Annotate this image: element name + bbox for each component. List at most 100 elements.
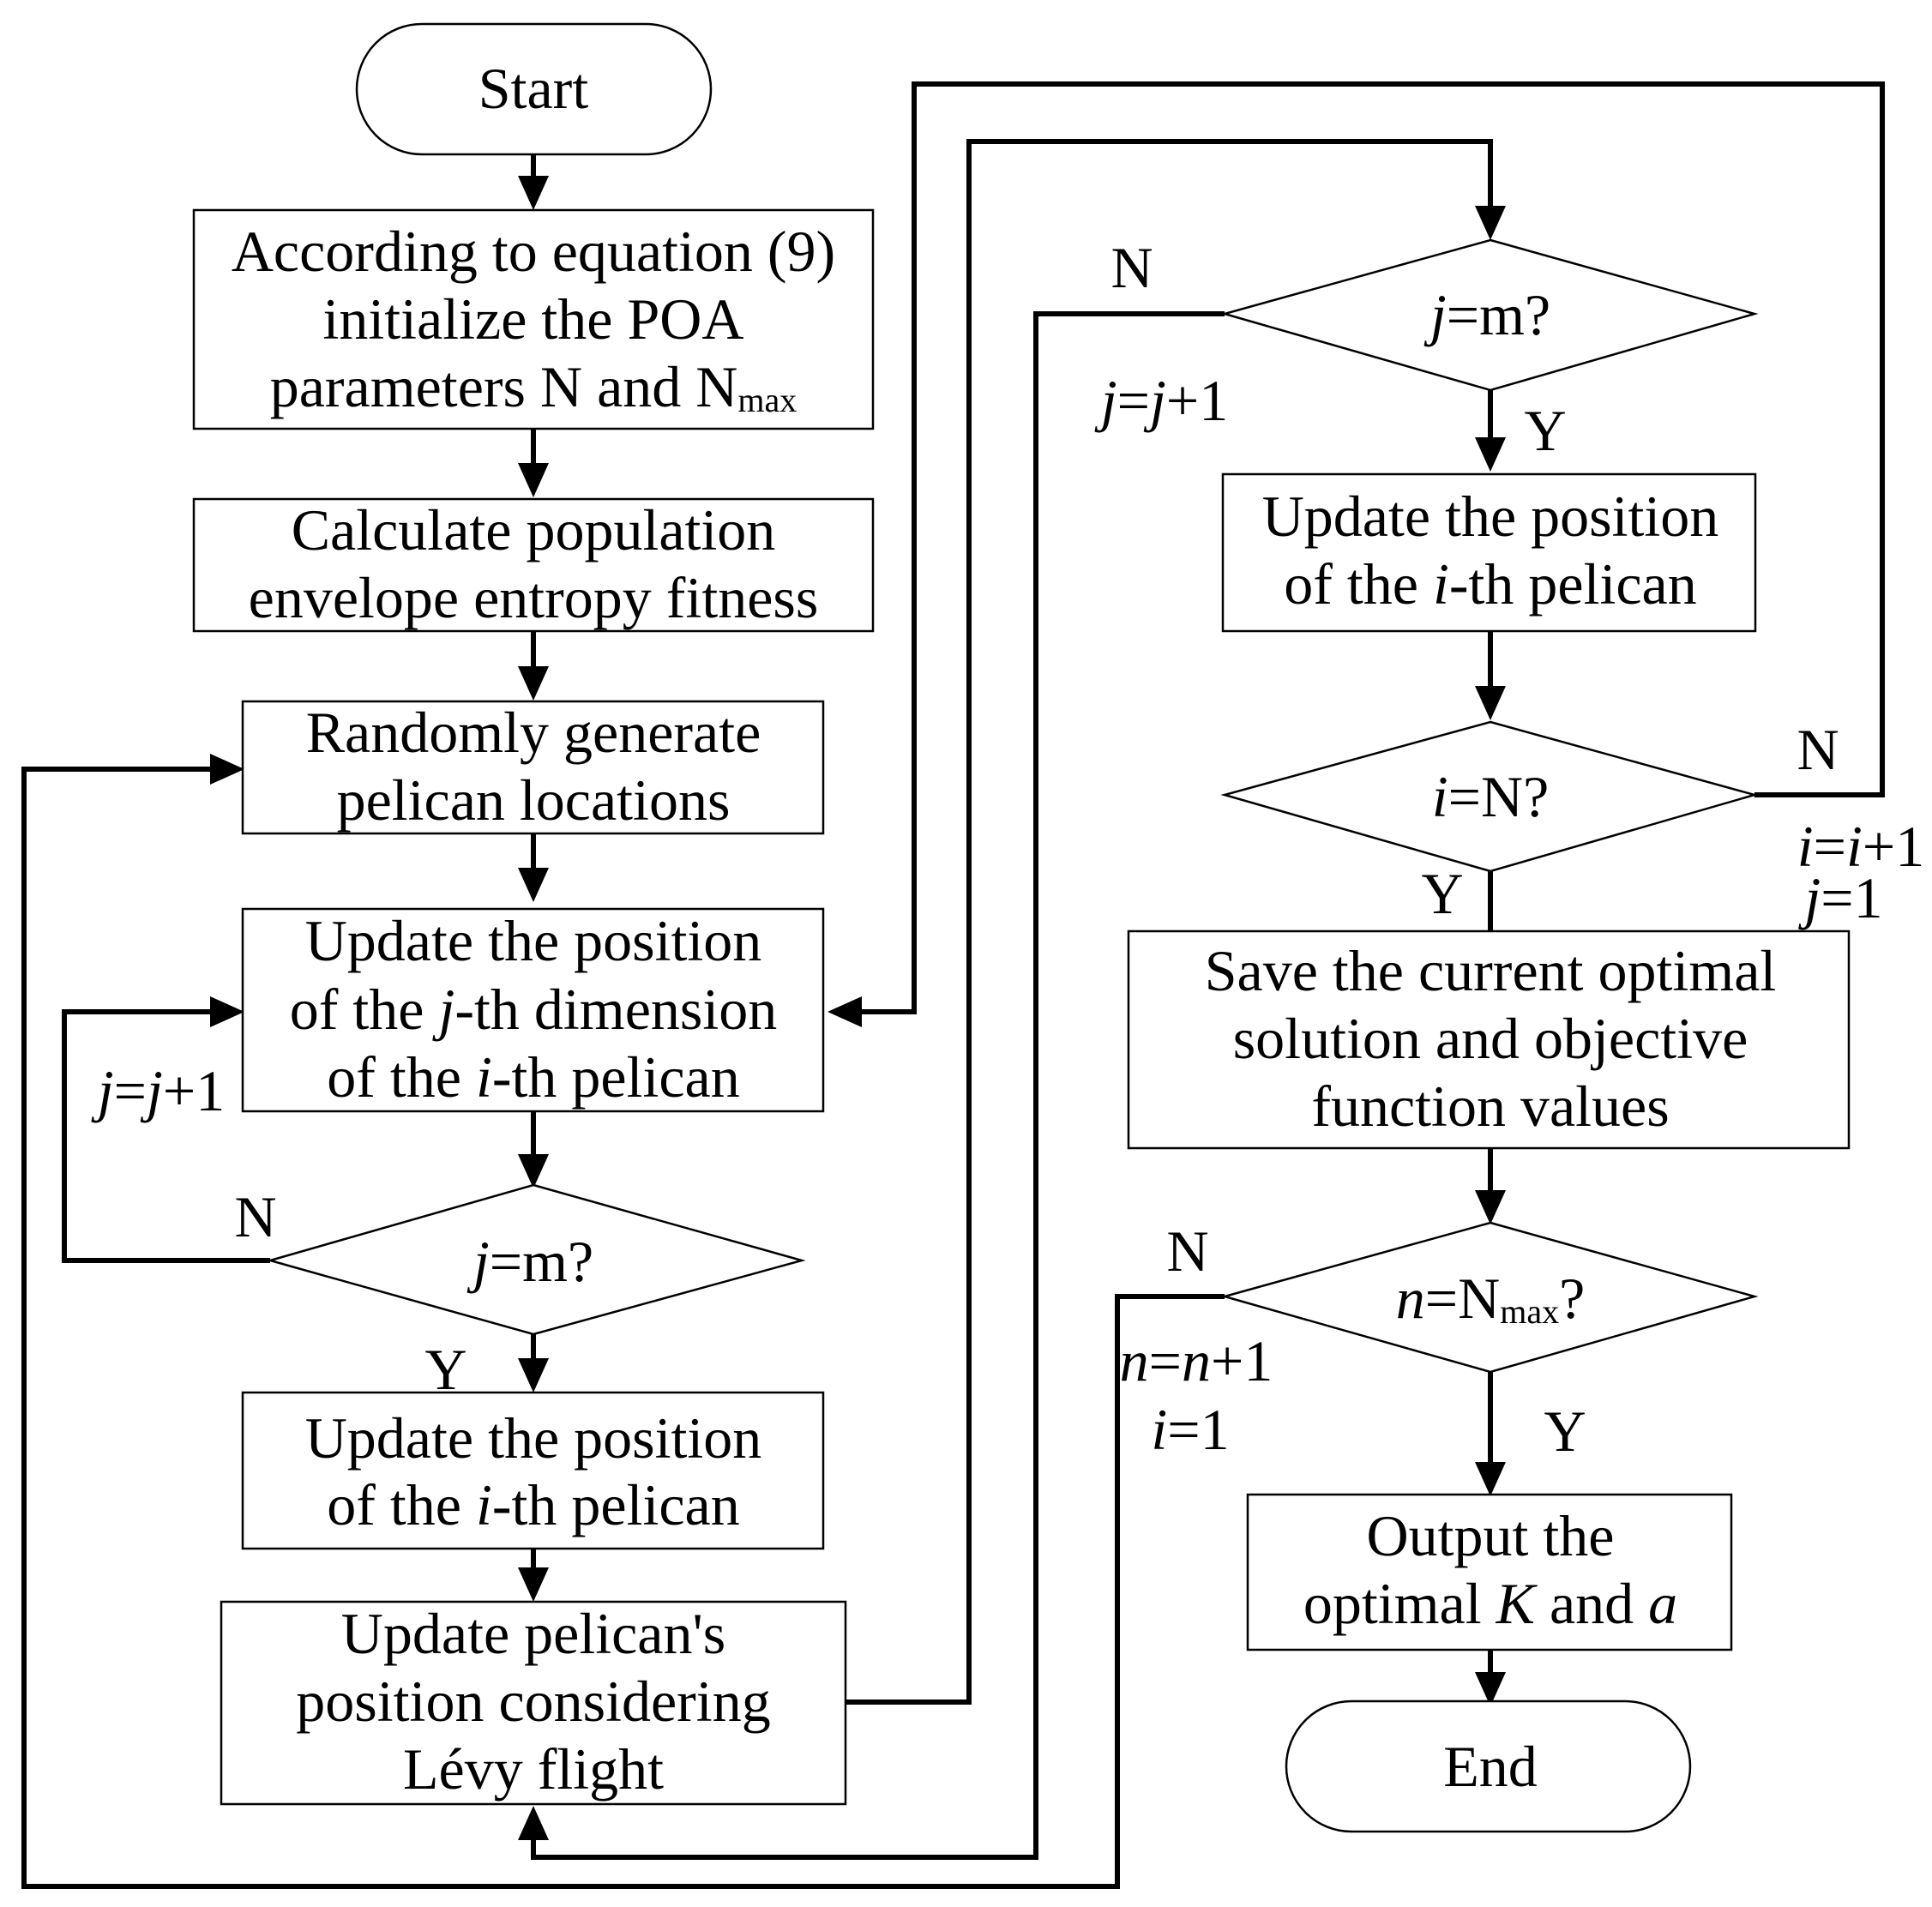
j-inc-left-v1: j: [91, 1058, 114, 1123]
update-j-line-1: Update the position: [305, 908, 762, 973]
decision-n-rest: ?: [1559, 1266, 1585, 1331]
output-line-2: optimal K and a: [1303, 1571, 1677, 1636]
output-line-2-k: K: [1496, 1571, 1538, 1636]
decision-i-var: i: [1432, 764, 1448, 829]
levy-line-2: position considering: [296, 1669, 770, 1734]
save-line-1: Save the current optimal: [1205, 938, 1777, 1003]
arrowhead-decision-j-left: [518, 1154, 549, 1188]
arrowhead-loop-n: [210, 754, 244, 785]
n-inc-v2: n: [1182, 1328, 1211, 1393]
save-box: [1127, 929, 1851, 1150]
update-i-right-line-2-var: i: [1433, 551, 1449, 617]
i-inc-eq: =: [1814, 814, 1846, 879]
n-inc-rest: +1: [1211, 1328, 1273, 1393]
loop-i: [858, 81, 1885, 1014]
init-line-1: According to equation (9): [232, 219, 835, 284]
random-line-1: Randomly generate: [306, 700, 761, 765]
update-j-line-3: of the i-th pelican: [327, 1044, 740, 1110]
arrowhead-fitness: [518, 463, 549, 497]
i-inc-v2: i: [1846, 814, 1863, 879]
shapes: [192, 22, 1851, 1833]
j-inc-left-eq: =: [114, 1058, 147, 1123]
update-i-right-line-2: of the i-th pelican: [1284, 551, 1697, 617]
arrowhead-output: [1475, 1462, 1506, 1496]
levy-line-1: Update pelican's: [341, 1601, 725, 1666]
arrowhead-update-i-left: [518, 1358, 549, 1393]
decision-j-left: [266, 1183, 806, 1336]
update-j-line-3-var: i: [476, 1044, 492, 1110]
update-i-right-line-2-b: -th pelican: [1449, 551, 1697, 617]
fitness-line-2: envelope entropy fitness: [249, 565, 819, 630]
i-inc-rest: +1: [1863, 814, 1924, 879]
start-label: Start: [478, 56, 589, 121]
arrowhead-loop-i: [828, 996, 862, 1027]
arrowhead-decision-j-right: [1475, 206, 1506, 240]
init-box: [192, 208, 875, 430]
levy-line-3: Lévy flight: [403, 1736, 664, 1802]
random-box: [241, 700, 825, 835]
decision-n-mid: =N: [1425, 1266, 1500, 1331]
init-line-3-sub: max: [737, 381, 797, 419]
output-line-2-a2: a: [1648, 1571, 1677, 1636]
node-text: Start According to equation (9) initiali…: [232, 56, 1776, 1802]
decision-j-left-label: j=m?: [466, 1229, 593, 1294]
arrowhead-levy: [518, 1567, 549, 1602]
loop-j-right: [531, 311, 1225, 1860]
decision-j-right-rest: =m?: [1447, 282, 1550, 347]
i-reset-rest: =1: [1167, 1397, 1229, 1462]
yes-label-j-left: Y: [424, 1337, 466, 1402]
init-line-3: parameters N and Nmax: [270, 354, 797, 419]
update-i-right-box: [1221, 472, 1757, 633]
init-line-3-text: parameters N and N: [270, 354, 738, 419]
j-inc-label-left: j=j+1: [91, 1058, 226, 1123]
update-i-right-line-2-a: of the: [1284, 551, 1433, 617]
decision-j-right-label: j=m?: [1423, 282, 1550, 347]
connectors: [21, 81, 1885, 1889]
n-inc-eq: =: [1149, 1328, 1182, 1393]
update-i-left-line-2-b: -th pelican: [492, 1472, 740, 1537]
update-j-line-2: of the j-th dimension: [290, 977, 777, 1042]
save-line-3: function values: [1311, 1074, 1669, 1139]
arrowhead-decision-i: [1475, 686, 1506, 720]
init-line-2: initialize the POA: [322, 286, 743, 352]
fitness-line-1: Calculate population: [292, 497, 776, 562]
arrowhead-loop-j-left: [210, 996, 244, 1027]
start-terminal: [355, 22, 713, 156]
decision-j-right: [1220, 238, 1759, 392]
no-label-j-right: N: [1110, 235, 1153, 300]
decision-n: [1220, 1221, 1759, 1374]
update-i-right-line-1: Update the position: [1262, 484, 1719, 549]
save-line-2: solution and objective: [1233, 1006, 1748, 1071]
levy-box: [220, 1600, 847, 1806]
loop-j-left: [62, 1009, 270, 1263]
update-j-line-3-b: -th pelican: [492, 1044, 740, 1110]
j-inc-right-eq: =: [1117, 368, 1150, 433]
yes-label-i: Y: [1421, 861, 1463, 926]
yes-label-j-right: Y: [1524, 398, 1566, 463]
output-box: [1246, 1493, 1733, 1651]
output-line-2-a: optimal: [1303, 1571, 1496, 1636]
decision-j-left-rest: =m?: [490, 1229, 593, 1294]
loop-levy-to-right: [846, 139, 1493, 1705]
i-reset-v1: i: [1151, 1397, 1167, 1462]
fitness-box: [192, 497, 875, 633]
update-i-left-line-2-var: i: [476, 1472, 492, 1537]
j-inc-right-v1: j: [1094, 368, 1117, 433]
j-reset-label: j=1: [1797, 865, 1882, 930]
output-line-1: Output the: [1367, 1503, 1615, 1568]
arrowheads: [210, 176, 1506, 1840]
i-inc-label: i=i+1: [1797, 814, 1925, 879]
yes-label-n: Y: [1544, 1399, 1586, 1464]
arrowhead-init: [518, 176, 549, 210]
end-label: End: [1443, 1734, 1538, 1799]
j-reset-rest: =1: [1821, 865, 1882, 930]
update-j-line-2-a: of the: [290, 977, 439, 1042]
update-j-line-3-a: of the: [327, 1044, 476, 1110]
arrowhead-end: [1475, 1672, 1506, 1706]
loop-n: [21, 767, 1225, 1889]
i-reset-label: i=1: [1151, 1397, 1229, 1462]
j-inc-right-rest: +1: [1166, 368, 1228, 433]
update-i-left-line-1: Update the position: [305, 1405, 762, 1471]
arrowhead-random: [518, 666, 549, 701]
n-inc-v1: n: [1120, 1328, 1149, 1393]
